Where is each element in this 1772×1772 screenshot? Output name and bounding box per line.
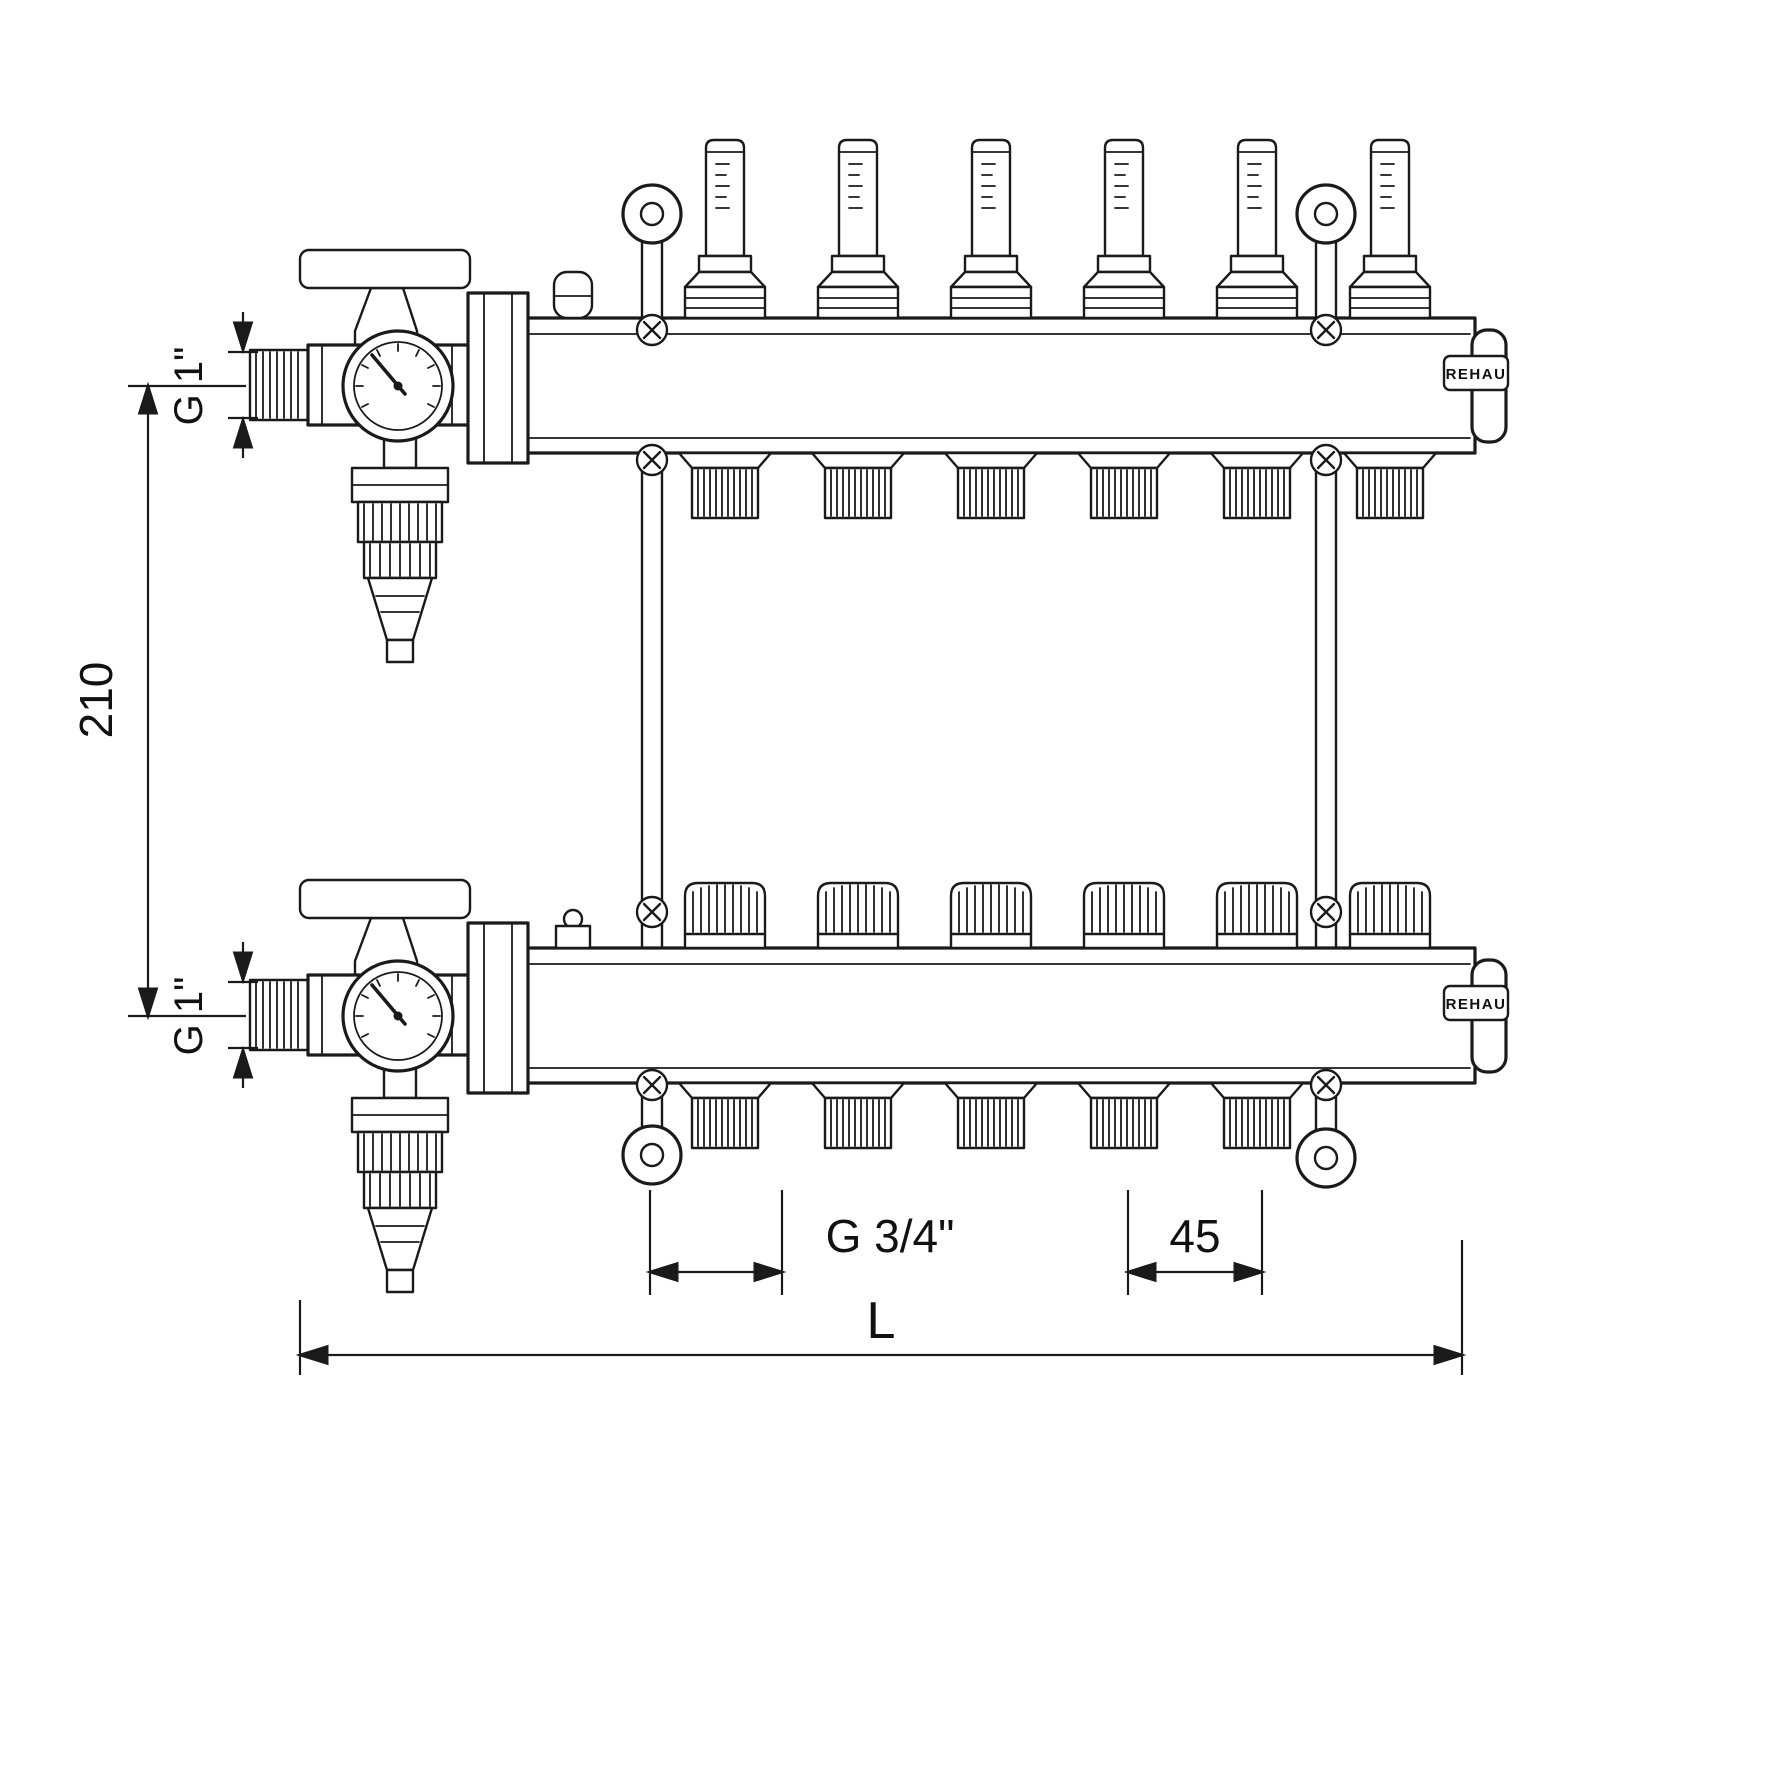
return-valve-assembly bbox=[248, 878, 592, 1294]
bottom-outlet-ports bbox=[677, 1081, 1305, 1150]
air-vent-bottom bbox=[554, 908, 592, 950]
outlet-port bbox=[1076, 1081, 1172, 1150]
outlet-port bbox=[677, 451, 773, 520]
screw bbox=[635, 443, 669, 477]
screw bbox=[635, 313, 669, 347]
flow-meter bbox=[816, 138, 900, 320]
valve-cap bbox=[816, 881, 900, 950]
dim-label-overall-length: L bbox=[867, 1292, 896, 1350]
valve-cap bbox=[683, 881, 767, 950]
screw bbox=[1309, 443, 1343, 477]
manifold-bar-bottom: REHAU bbox=[523, 946, 1510, 1085]
valve-cap bbox=[1215, 881, 1299, 950]
dim-label-outlet-spacing: 45 bbox=[1169, 1210, 1220, 1262]
thermometer-gauge bbox=[341, 959, 455, 1073]
dim-label-center-distance: 210 bbox=[70, 662, 122, 739]
brand-plate-top bbox=[1442, 354, 1510, 392]
dim-outlet-spacing: 45 bbox=[1123, 1190, 1267, 1295]
outlet-port bbox=[1342, 451, 1438, 520]
valve-cap bbox=[949, 881, 1033, 950]
dimensions: G 1" G 1" 210 G 3/4" bbox=[70, 312, 1467, 1375]
thermometer-gauge bbox=[341, 329, 455, 443]
outlet-port bbox=[1209, 451, 1305, 520]
screw bbox=[1309, 313, 1343, 347]
outlet-port bbox=[1209, 1081, 1305, 1150]
valve-cap bbox=[1082, 881, 1166, 950]
ball-valve-handle bbox=[298, 248, 472, 347]
dim-label-outlet-thread: G 3/4" bbox=[826, 1210, 955, 1262]
air-vent-top bbox=[552, 270, 594, 320]
flow-meter bbox=[1348, 138, 1432, 320]
drain-valve bbox=[350, 1053, 450, 1294]
brand-plate-bottom bbox=[1442, 984, 1510, 1022]
dim-outlet-thread: G 3/4" bbox=[645, 1190, 955, 1295]
brand-label-bottom: REHAU bbox=[1446, 996, 1507, 1013]
outlet-port bbox=[677, 1081, 773, 1150]
screw bbox=[635, 1068, 669, 1102]
dim-overall-length: L bbox=[295, 1240, 1467, 1375]
outlet-port bbox=[943, 451, 1039, 520]
bracket-eyelet-top-right bbox=[1295, 183, 1357, 245]
bracket-eyelet-bottom-left bbox=[621, 1124, 683, 1186]
outlet-port bbox=[810, 1081, 906, 1150]
bracket-eyelet-top-left bbox=[621, 183, 683, 245]
dim-center-distance: 210 bbox=[70, 381, 246, 1021]
valve-cap bbox=[1348, 881, 1432, 950]
manifold-bar-top: REHAU bbox=[523, 316, 1510, 455]
flow-meter bbox=[949, 138, 1033, 320]
drain-valve bbox=[350, 423, 450, 664]
bracket-eyelet-bottom-right bbox=[1295, 1127, 1357, 1189]
flow-meter bbox=[1215, 138, 1299, 320]
screw bbox=[635, 895, 669, 929]
outlet-port bbox=[810, 451, 906, 520]
brand-label-top: REHAU bbox=[1446, 366, 1507, 383]
ball-valve-handle bbox=[298, 878, 472, 977]
flow-meter bbox=[683, 138, 767, 320]
outlet-port bbox=[943, 1081, 1039, 1150]
screw bbox=[1309, 1068, 1343, 1102]
flow-meter bbox=[1082, 138, 1166, 320]
screw bbox=[1309, 895, 1343, 929]
supply-valve-assembly bbox=[248, 248, 594, 664]
outlet-port bbox=[1076, 451, 1172, 520]
